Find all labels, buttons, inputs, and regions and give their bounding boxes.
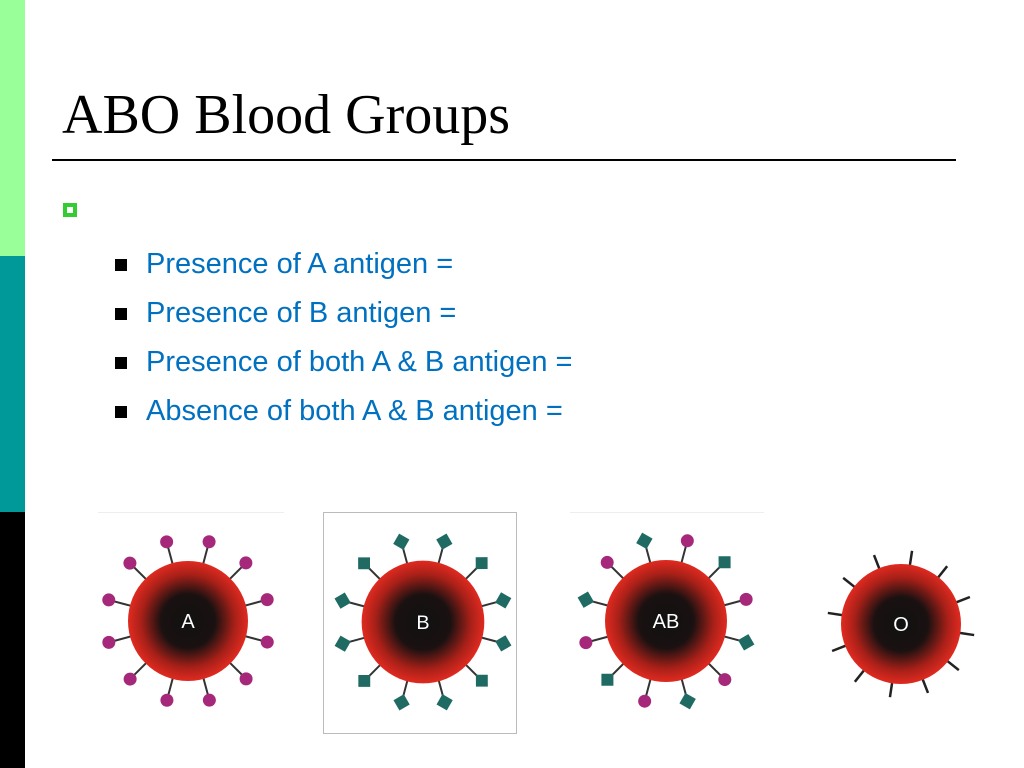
antigen-b-marker — [475, 557, 488, 570]
antigen-b-marker — [393, 533, 410, 550]
antigen-a-marker — [718, 673, 732, 687]
bullet-item: Presence of A antigen = — [115, 244, 572, 293]
bullet-list: Presence of A antigen = Presence of B an… — [115, 244, 572, 440]
antigen-b-marker — [601, 673, 614, 686]
antigen-b-marker — [358, 557, 371, 570]
antigen-b-marker — [738, 634, 755, 651]
antigen-b-marker — [577, 591, 594, 608]
blood-cell-o-panel: O — [815, 512, 985, 734]
slide-title: ABO Blood Groups — [62, 84, 511, 146]
antigen-a-marker — [239, 672, 253, 686]
antigen-a-marker — [160, 535, 174, 549]
antigen-group — [102, 535, 274, 707]
side-band-top — [0, 0, 25, 256]
antigen-b-marker — [679, 692, 696, 710]
blood-cell-ab-panel: AB — [570, 512, 764, 735]
cell-label: A — [181, 611, 195, 633]
blood-cell-a-icon: A — [102, 535, 274, 707]
blood-cell-o-icon: O — [827, 550, 975, 698]
antigen-b-marker — [495, 592, 512, 609]
hollow-square-bullet-icon — [63, 203, 77, 217]
antigen-b-marker — [718, 556, 731, 569]
antigen-a-marker — [638, 694, 652, 708]
blood-cell-b-icon: B — [334, 533, 512, 711]
square-bullet-icon — [115, 259, 127, 271]
side-band-bottom — [0, 512, 25, 768]
antigen-a-marker — [202, 693, 216, 707]
antigen-b-marker — [436, 694, 453, 711]
antigen-b-marker — [334, 635, 351, 652]
bullet-text: Presence of A antigen = — [146, 248, 454, 280]
antigen-b-marker — [436, 533, 453, 550]
antigen-b-marker — [334, 592, 351, 609]
antigen-a-marker — [160, 693, 174, 707]
bullet-text: Presence of both A & B antigen = — [146, 346, 573, 378]
side-band-middle — [0, 256, 25, 512]
antigen-b-marker — [495, 635, 512, 652]
antigen-a-marker — [579, 636, 593, 650]
antigen-a-marker — [680, 534, 694, 548]
antigen-a-marker — [260, 635, 274, 649]
antigen-a-marker — [600, 555, 614, 569]
cell-label: O — [893, 614, 909, 636]
cell-body — [605, 560, 727, 682]
blood-cell-ab-icon: AB — [577, 532, 755, 710]
cell-body — [128, 561, 248, 681]
cell-label: B — [416, 612, 429, 634]
antigen-b-marker — [636, 532, 653, 550]
antigen-group — [334, 533, 512, 711]
antigen-a-marker — [239, 556, 253, 570]
antigen-b-marker — [475, 674, 488, 687]
antigen-a-marker — [123, 672, 137, 686]
antigen-b-marker — [358, 674, 371, 687]
title-divider — [52, 159, 956, 161]
square-bullet-icon — [115, 308, 127, 320]
antigen-a-marker — [202, 535, 216, 549]
antigen-a-marker — [123, 556, 137, 570]
bullet-text: Presence of B antigen = — [146, 297, 457, 329]
blood-cell-a-panel: A — [98, 512, 284, 735]
square-bullet-icon — [115, 357, 127, 369]
bullet-item: Presence of B antigen = — [115, 293, 572, 342]
antigen-b-marker — [393, 694, 410, 711]
bullet-item: Absence of both A & B antigen = — [115, 391, 572, 440]
blood-cell-b-panel: B — [323, 512, 517, 734]
bullet-text: Absence of both A & B antigen = — [146, 395, 563, 427]
antigen-a-marker — [102, 593, 116, 607]
cell-label: AB — [653, 611, 680, 633]
cell-body — [361, 560, 485, 684]
antigen-a-marker — [260, 593, 274, 607]
antigen-group — [577, 532, 755, 710]
bullet-item: Presence of both A & B antigen = — [115, 342, 572, 391]
cell-body — [841, 564, 961, 684]
antigen-a-marker — [739, 592, 753, 606]
antigen-a-marker — [102, 635, 116, 649]
square-bullet-icon — [115, 406, 127, 418]
